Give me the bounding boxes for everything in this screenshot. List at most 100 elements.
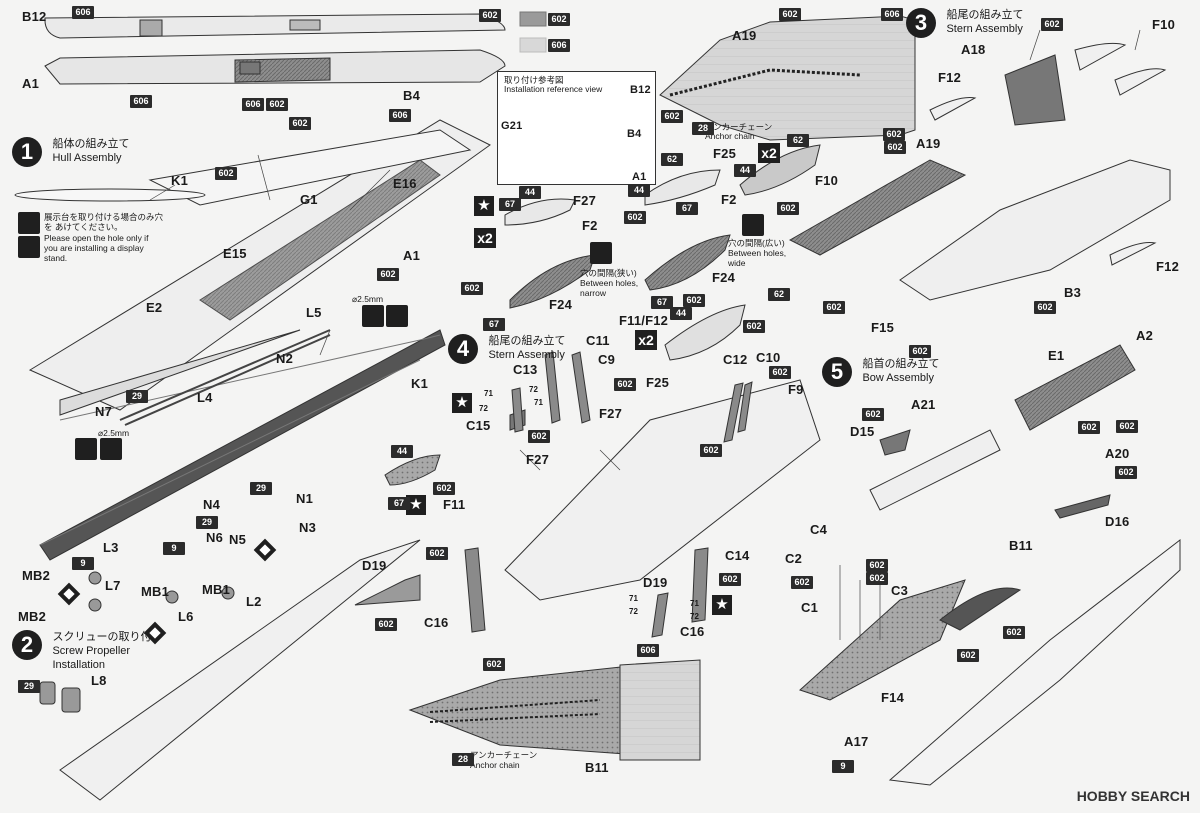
drill-icon <box>386 305 408 327</box>
color-badge: 602 <box>1116 420 1138 433</box>
anchor-chain-en: Anchor chain <box>705 131 755 141</box>
part-label: C9 <box>598 352 616 367</box>
color-badge: 67 <box>651 296 673 309</box>
color-badge: 602 <box>614 378 636 391</box>
reference-title-ja: 取り付け参考図 <box>504 75 564 85</box>
color-badge: 67 <box>483 318 505 331</box>
color-badge: 602 <box>483 658 505 671</box>
color-badge: 602 <box>528 430 550 443</box>
part-label: C15 <box>466 418 491 433</box>
color-badge: 9 <box>832 760 854 773</box>
part-label: A19 <box>916 136 941 151</box>
part-number-small: 71 <box>534 398 543 407</box>
part-label: A2 <box>1136 328 1154 343</box>
part-label: F24 <box>712 270 736 285</box>
part-label: F27 <box>573 193 597 208</box>
part-label: E1 <box>1048 348 1065 363</box>
color-badge: 44 <box>734 164 756 177</box>
color-badge: 28 <box>692 122 714 135</box>
part-label: C14 <box>725 548 750 563</box>
color-badge: 44 <box>628 184 650 197</box>
step-title-ja: スクリューの取り付け <box>52 631 163 643</box>
deck-a19 <box>659 15 916 141</box>
part-label: E2 <box>146 300 163 315</box>
part-label: MB2 <box>18 609 47 624</box>
part-label: K1 <box>171 173 189 188</box>
mast-parts <box>464 351 753 638</box>
color-badge: 602 <box>700 444 722 457</box>
part-label: C11 <box>586 333 610 348</box>
part-label: B4 <box>403 88 421 103</box>
part-label: B12 <box>630 84 651 96</box>
hull-half-a1 <box>44 49 506 85</box>
step-number: 1 <box>12 137 42 167</box>
color-badge: 602 <box>1115 466 1137 479</box>
part-label: MB1 <box>141 584 170 599</box>
part-label: A17 <box>844 734 869 749</box>
holes-wide-en: Between holes, wide <box>728 248 787 268</box>
color-badge: 602 <box>548 13 570 26</box>
step-number: 2 <box>12 630 42 660</box>
part-label: C13 <box>513 362 538 377</box>
part-label: N6 <box>206 530 224 545</box>
swatch-602 <box>519 11 547 27</box>
stand-icon <box>100 438 122 460</box>
part-label: G1 <box>300 192 318 207</box>
part-label: A20 <box>1105 446 1130 461</box>
color-badge: 9 <box>163 542 185 555</box>
color-badge: 602 <box>661 110 683 123</box>
anchor-chain-ja: アンカーチェーン <box>470 750 538 760</box>
part-label: B12 <box>22 9 47 24</box>
color-badge: 602 <box>791 576 813 589</box>
bow-assembly-drawing <box>799 344 1181 786</box>
color-badge: 62 <box>787 134 809 147</box>
step-title-en: Stern Assembly <box>946 23 1023 35</box>
color-badge: 602 <box>479 9 501 22</box>
part-number-small: 72 <box>479 404 488 413</box>
drill-size-label: ⌀2.5mm <box>98 428 130 438</box>
part-label: B11 <box>1009 538 1033 553</box>
display-stand-note-en: Please open the hole only if you are ins… <box>44 233 149 263</box>
part-label: N4 <box>203 497 221 512</box>
part-label: F14 <box>881 690 905 705</box>
multiplier-badge: x2 <box>474 228 496 248</box>
color-badge: 602 <box>377 268 399 281</box>
part-number-small: 72 <box>529 385 538 394</box>
d19-bracket <box>354 574 421 606</box>
part-label: F10 <box>815 173 839 188</box>
color-badge: 602 <box>769 366 791 379</box>
color-badge: 602 <box>719 573 741 586</box>
part-label: A19 <box>732 28 757 43</box>
color-badge: 602 <box>426 547 448 560</box>
color-badge: 602 <box>461 282 483 295</box>
part-label: D15 <box>850 424 875 439</box>
part-label: F11 <box>443 497 466 512</box>
color-badge: 602 <box>862 408 884 421</box>
part-label: L5 <box>306 305 322 320</box>
color-badge: 602 <box>375 618 397 631</box>
step-title-ja: 船尾の組み立て <box>946 9 1024 21</box>
step-title-ja: 船首の組み立て <box>862 358 940 370</box>
drill-icon <box>590 242 612 264</box>
color-badge: 602 <box>1003 626 1025 639</box>
part-label: C2 <box>785 551 803 566</box>
part-label: F2 <box>582 218 598 233</box>
part-label: N7 <box>95 404 113 419</box>
part-label: MB2 <box>22 568 51 583</box>
color-badge: 29 <box>196 516 218 529</box>
step-title-ja: 船体の組み立て <box>52 138 130 150</box>
part-label: C16 <box>424 615 449 630</box>
part-label: F10 <box>1152 17 1176 32</box>
color-badge: 602 <box>957 649 979 662</box>
part-label: C3 <box>891 583 909 598</box>
color-badge: 602 <box>866 572 888 585</box>
hull-half-b12 <box>44 13 506 39</box>
holes-narrow-ja: 穴の間隔(狭い) <box>580 268 637 278</box>
deck-b11 <box>408 659 701 761</box>
part-label: C12 <box>723 352 748 367</box>
part-label: F25 <box>713 146 737 161</box>
